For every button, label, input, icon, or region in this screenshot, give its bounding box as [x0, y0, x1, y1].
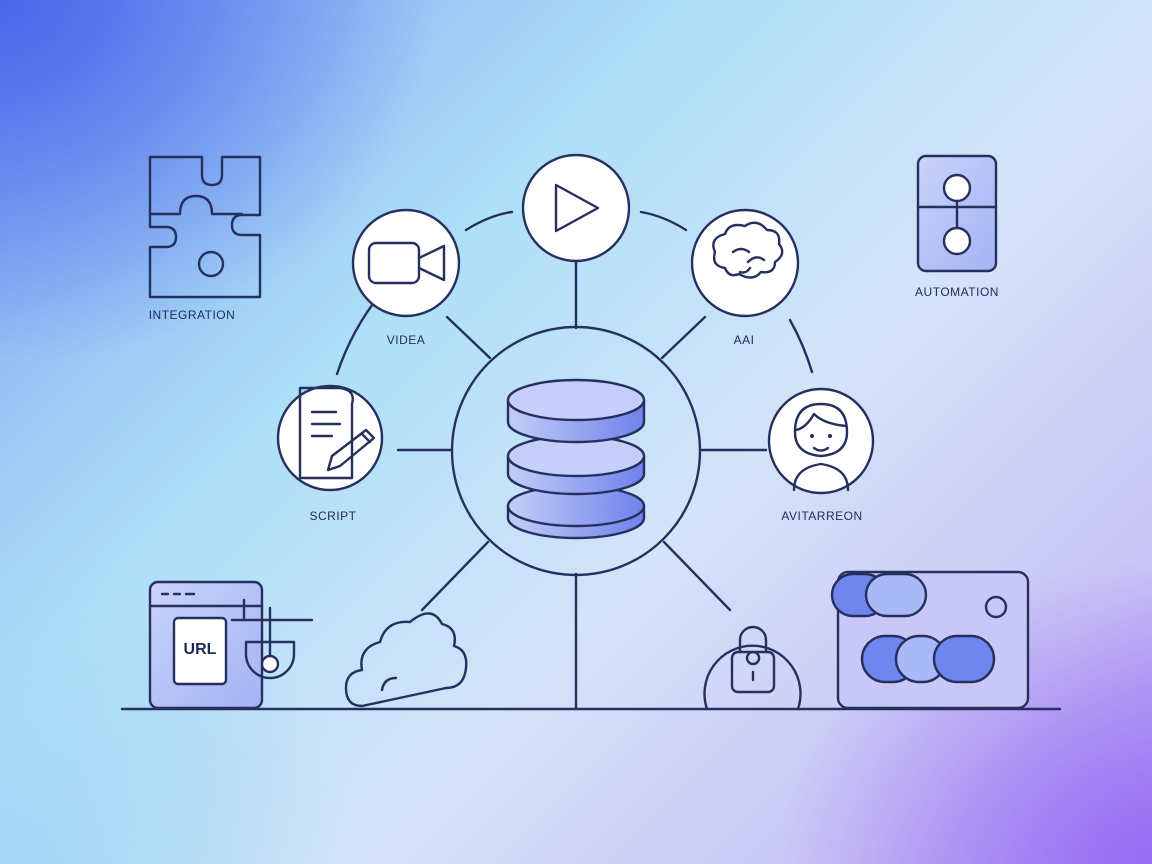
brain-icon: [712, 221, 784, 279]
browser-window-icon: [148, 580, 314, 710]
script-node[interactable]: [276, 384, 384, 492]
automation-icon: [916, 154, 998, 273]
arc-top-left: [464, 210, 514, 232]
video-node[interactable]: [351, 208, 461, 318]
play-node[interactable]: [521, 153, 631, 263]
lock-node[interactable]: [703, 625, 802, 711]
cloud-icon: [344, 612, 468, 708]
video-camera-icon: [367, 241, 446, 285]
database-icon: [506, 378, 646, 540]
link-chain-icon: [830, 570, 1030, 710]
url-label: URL: [183, 641, 217, 658]
integration-label: INTEGRATION: [148, 308, 236, 322]
play-icon: [554, 183, 600, 233]
avatar-node[interactable]: [767, 387, 875, 495]
automation-label: AUTOMATION: [915, 285, 999, 299]
ai-label: AAI: [733, 333, 755, 347]
avatar-label: AVITARREON: [781, 509, 863, 523]
video-label: VIDEA: [386, 333, 426, 347]
document-pen-icon: [298, 386, 376, 480]
lock-icon: [730, 625, 776, 694]
person-avatar-icon: [792, 402, 850, 492]
ai-node[interactable]: [690, 208, 800, 318]
arc-right: [788, 318, 814, 374]
arc-top-right: [639, 210, 688, 232]
central-hub: [450, 325, 702, 577]
script-label: SCRIPT: [309, 509, 357, 523]
connectors: [396, 260, 768, 711]
puzzle-icon: [148, 155, 262, 299]
